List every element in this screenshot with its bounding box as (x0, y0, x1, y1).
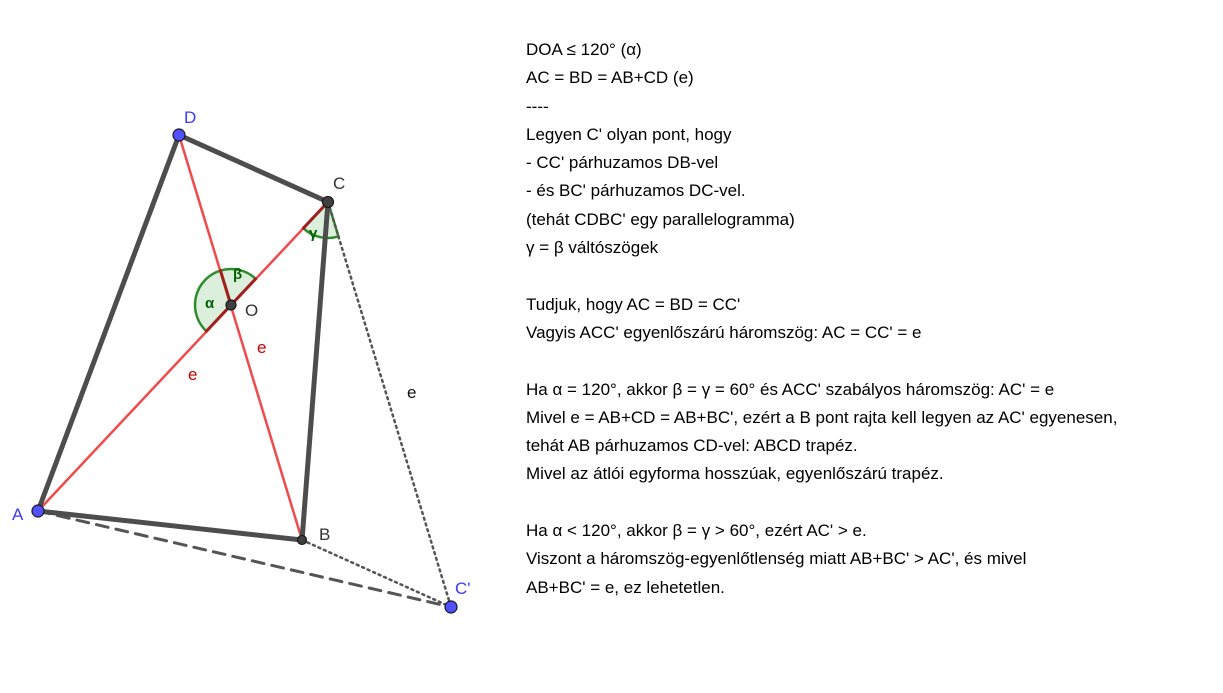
text-line: Mivel e = AB+CD = AB+BC', ezért a B pont… (526, 407, 1118, 427)
text-line: Ha α < 120°, akkor β = γ > 60°, ezért AC… (526, 521, 867, 541)
edge-ab (35, 508, 305, 543)
text-line: Vagyis ACC' egyenlőszárú háromszög: AC =… (526, 322, 922, 342)
label-angle-alpha: α (205, 295, 215, 312)
label-angle-gamma: γ (309, 225, 318, 242)
edge-bc (299, 199, 331, 543)
segment-b-cprime-dotted (300, 538, 453, 609)
text-line: Mivel az átlói egyforma hosszúak, egyenl… (526, 464, 944, 484)
edge-cd (176, 132, 331, 205)
angle-ray-od (218, 269, 233, 307)
point-a[interactable] (31, 504, 45, 518)
label-segment-bd: e (257, 338, 266, 357)
text-line (526, 347, 1206, 375)
label-a: A (12, 505, 24, 524)
angle-ray-oa (204, 303, 233, 333)
label-angle-beta: β (233, 266, 242, 283)
text-line: Ha α = 120°, akkor β = γ = 60° és ACC' s… (526, 379, 1055, 399)
segment-c-cprime-dotted (326, 200, 453, 609)
text-line: ---- (526, 96, 549, 116)
explanation-text: DOA ≤ 120° (α) AC = BD = AB+CD (e) ---- Leg… (526, 36, 1206, 602)
text-line: Legyen C' olyan pont, hogy (526, 124, 732, 144)
text-line (526, 489, 1206, 517)
text-line: AC = BD = AB+CD (e) (526, 68, 694, 88)
text-line: DOA ≤ 120° (α) (526, 40, 642, 59)
label-c: C (333, 174, 345, 193)
point-c[interactable] (321, 195, 335, 209)
point-o[interactable] (225, 299, 237, 311)
text-line: - és BC' párhuzamos DC-vel. (526, 181, 746, 201)
edge-da (35, 132, 182, 514)
text-line: (tehát CDBC' egy parallelogramma) (526, 209, 795, 229)
point-b[interactable] (296, 534, 308, 546)
label-segment-ac: e (188, 365, 197, 384)
diagonal-bd (177, 133, 304, 542)
text-line: AB+BC' = e, ez lehetetlen. (526, 577, 725, 597)
angle-ray-oc (229, 277, 258, 307)
text-line: - CC' párhuzamos DB-vel (526, 153, 719, 173)
text-line (526, 262, 1206, 290)
label-cprime: C' (455, 579, 471, 598)
label-b: B (319, 525, 330, 544)
text-line: tehát AB párhuzamos CD-vel: ABCD trapéz. (526, 436, 858, 456)
angle-alpha-arc (193, 269, 233, 334)
text-line: γ = β váltószögek (526, 238, 659, 258)
text-line: Viszont a háromszög-egyenlőtlenség miatt… (526, 549, 1027, 569)
label-o: O (245, 301, 258, 320)
text-line: Tudjuk, hogy AC = BD = CC' (526, 294, 741, 314)
segment-a-cprime-dashed (36, 509, 453, 609)
label-segment-ccprime: e (407, 383, 416, 402)
point-cprime[interactable] (444, 600, 458, 614)
diagonal-ac (36, 200, 330, 513)
label-d: D (184, 108, 196, 127)
point-d[interactable] (172, 128, 186, 142)
